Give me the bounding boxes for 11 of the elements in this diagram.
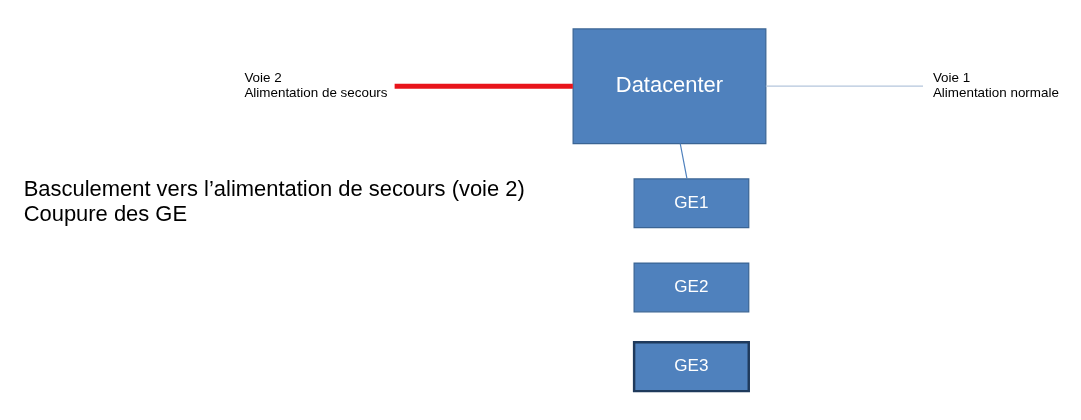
node-box: GE1 [633,178,750,229]
connector [394,83,573,89]
label: Coupure des GE [23,200,188,226]
node-box: Datacenter [572,28,767,145]
node-box: GE3 [632,341,750,393]
connector [765,85,924,87]
node-box: GE2 [633,262,750,313]
connector [679,143,688,179]
label: Basculement vers l’alimentation de secours (voie 2) [23,176,525,202]
node-text: Voie 2 Alimentation de secours [244,70,388,100]
node-text: Voie 1 Alimentation normale [932,70,1059,100]
